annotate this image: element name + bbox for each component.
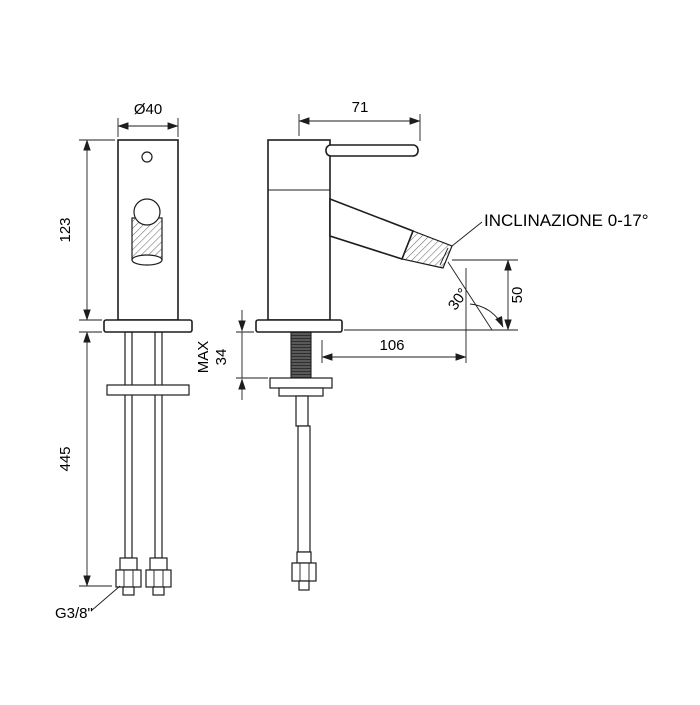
dim-spout-angle: 30°: [445, 285, 472, 313]
label-thread-size: G3/8": [55, 605, 93, 622]
base-flange-side: [255, 319, 343, 333]
dim-diameter: Ø40: [134, 101, 162, 118]
base-flange-front: [103, 319, 193, 333]
lever-pin: [141, 151, 153, 163]
spout-aerator-tip: [401, 230, 453, 269]
hose-nut-left: [115, 557, 142, 596]
supply-stud-right: [154, 331, 163, 559]
dim-spout-reach: 106: [379, 337, 404, 354]
dim-outlet-height: 50: [509, 287, 526, 304]
angle-reference-line: [447, 261, 493, 331]
spout-side: [329, 197, 415, 260]
side-view: [255, 139, 453, 591]
angle-arc: [469, 303, 504, 328]
front-view: [90, 139, 193, 612]
dim-body-height: 123: [57, 217, 74, 242]
hose-nut-right: [145, 557, 172, 596]
thread-leader-line: [90, 585, 121, 612]
threaded-shank: [290, 331, 312, 383]
mounting-washer: [278, 387, 324, 397]
front-dimensions: Ø40 123 445 G3/8": [55, 101, 179, 622]
dim-max-label: MAX: [195, 341, 212, 374]
aerator-face: [131, 254, 163, 266]
shank-tail: [295, 395, 309, 427]
mounting-nut: [269, 377, 333, 389]
dim-supply-length: 445: [57, 446, 74, 471]
mounting-bracket: [106, 384, 190, 396]
lever-handle: [325, 144, 419, 157]
spout-joint-front: [133, 198, 161, 226]
hose-nut-side: [291, 551, 317, 591]
flex-hose: [297, 425, 311, 553]
aerator-cap-line: [439, 247, 449, 266]
supply-stud-left: [124, 331, 133, 559]
dim-lever-reach: 71: [352, 99, 369, 116]
tap-body-side: [267, 139, 331, 321]
inclination-leader-line: [451, 221, 483, 247]
label-inclination: INCLINAZIONE 0-17°: [484, 211, 649, 230]
dim-max-thickness: 34: [213, 349, 230, 366]
